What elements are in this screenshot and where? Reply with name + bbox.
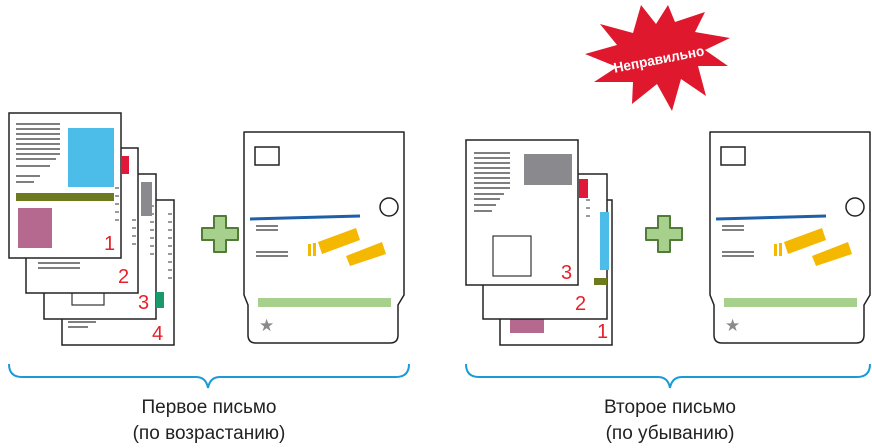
plus-icon [645, 215, 683, 253]
left-page-number-1: 1 [104, 233, 115, 255]
left-page-1: 1 [8, 112, 129, 259]
left-caption: Первое письмо (по возрастанию) [59, 395, 359, 447]
right-envelope: ★ [709, 131, 871, 344]
brace-icon [8, 363, 410, 389]
plus-icon [201, 215, 239, 253]
left-envelope-arrows [308, 228, 386, 266]
right-page-number-2: 2 [575, 293, 586, 315]
left-envelope: ★ [243, 131, 405, 344]
left-page-number-2: 2 [118, 266, 129, 288]
right-caption-title: Второе письмо [603, 397, 736, 418]
wrong-badge: Неправильно [585, 5, 730, 111]
right-caption-subtitle: (по убыванию) [605, 423, 735, 444]
star-icon: ★ [259, 316, 274, 335]
circle-icon [379, 197, 399, 217]
star-icon: ★ [725, 316, 740, 335]
right-page-stack: 1 2 3 [465, 139, 613, 346]
brace-icon [465, 363, 871, 389]
left-page-stack: 4 3 2 [8, 112, 175, 346]
starburst-icon [585, 5, 730, 111]
right-page-number-1: 1 [597, 321, 608, 343]
right-page-3: 3 [465, 139, 609, 286]
left-page-number-4: 4 [152, 323, 163, 345]
left-caption-subtitle: (по возрастанию) [132, 423, 286, 444]
right-envelope-arrows [774, 228, 852, 266]
stamp-box-icon [720, 146, 746, 166]
circle-icon [845, 197, 865, 217]
left-caption-title: Первое письмо [141, 397, 277, 418]
right-page-number-3: 3 [561, 262, 572, 284]
stamp-box-icon [254, 146, 280, 166]
right-caption: Второе письмо (по убыванию) [520, 395, 820, 447]
left-page-number-3: 3 [138, 292, 149, 314]
